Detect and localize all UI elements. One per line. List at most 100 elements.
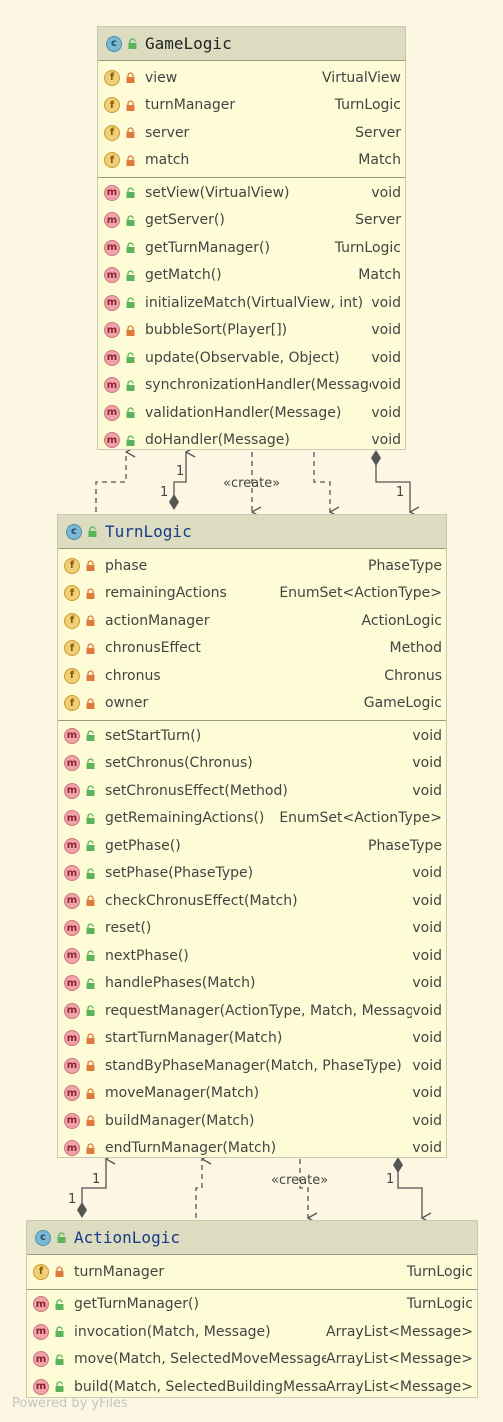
public-lock-icon [126,187,135,199]
private-lock-icon [126,155,135,166]
field-icon: f [104,97,120,114]
public-lock-icon [86,868,95,879]
public-lock-icon [126,297,135,309]
private-lock-icon [126,325,135,336]
class-icon: c [66,523,82,540]
member-type: void [412,1112,442,1129]
member-type: ArrayList<Message> [326,1351,473,1368]
member-name: synchronizationHandler(Message) [145,377,372,394]
member-name: turnManager [74,1263,165,1280]
class-name: GameLogic [145,34,232,53]
member-type: PhaseType [368,837,442,854]
member-type: void [412,1140,442,1157]
method-icon: m [64,1057,80,1074]
member-name: doHandler(Message) [145,432,290,449]
member-name: chronus [105,667,161,684]
member-type: EnumSet<ActionType> [279,585,442,602]
member-name: getPhase() [105,837,181,854]
public-lock-icon [88,526,97,537]
method-icon: m [104,432,120,449]
member-name: handlePhases(Match) [105,975,256,992]
member-name: buildManager(Match) [105,1112,255,1129]
member-name: match [145,152,190,169]
method-row[interactable]: m getPhase() PhaseType [58,832,446,860]
member-type: TurnLogic [334,97,401,114]
private-lock-icon [86,670,95,682]
member-type: ActionLogic [361,612,442,629]
member-type: void [412,975,442,992]
public-lock-icon [126,435,135,446]
member-name: getRemainingActions() [105,810,265,827]
method-icon: m [64,837,80,854]
powered-by-label: Powered by yFiles [12,1396,128,1411]
field-icon: f [64,557,80,574]
member-type: Match [358,267,401,284]
member-type: ArrayList<Message> [326,1378,473,1395]
public-lock-icon [126,380,135,391]
member-type: VirtualView [322,69,401,86]
public-lock-icon [126,407,135,419]
field-icon: f [104,152,120,169]
association-turn-owner [173,446,196,500]
class-name: TurnLogic [105,522,192,541]
member-name: getMatch() [145,267,222,284]
public-lock-icon [86,758,95,769]
private-lock-icon [86,1060,95,1072]
private-lock-icon [126,100,135,111]
association-action-turnmanager [81,1153,116,1206]
association-game-turnmanager [375,464,420,518]
member-name: requestManager(ActionType, Match, Messag… [105,1002,413,1019]
method-icon: m [33,1323,49,1340]
private-lock-icon [86,588,95,599]
dependency-turn-to-game [95,446,136,512]
member-name: phase [105,557,148,574]
member-type: Method [389,640,442,657]
